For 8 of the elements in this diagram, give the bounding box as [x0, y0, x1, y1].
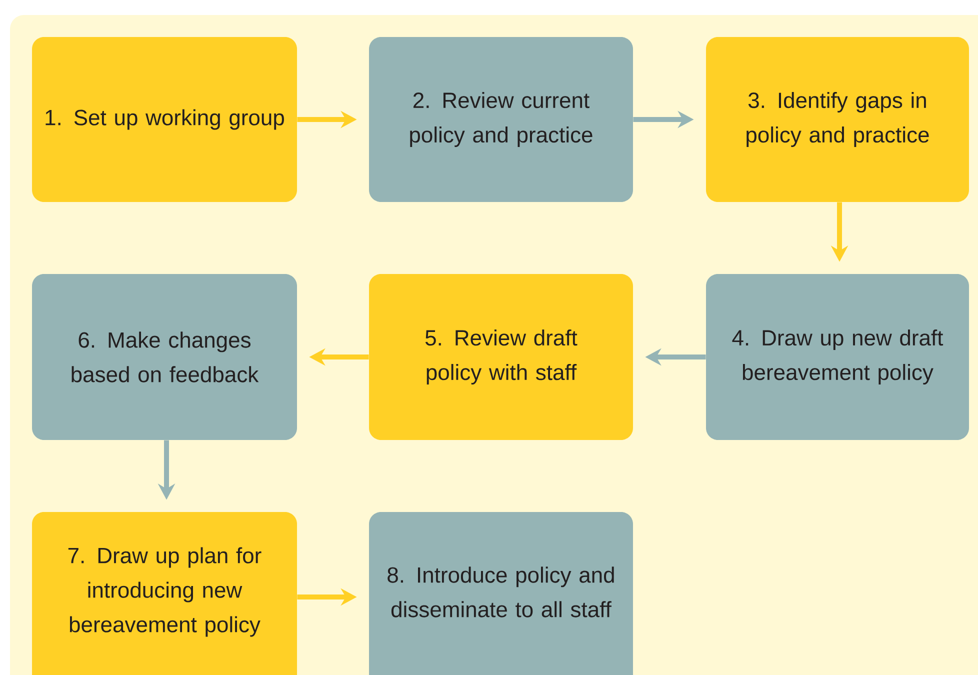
step-box: 1. Set up working group — [32, 37, 297, 202]
step-box: 3. Identify gaps in policy and practice — [706, 37, 969, 202]
step-box: 5. Review draft policy with staff — [369, 274, 633, 440]
step-box: 6. Make changes based on feedback — [32, 274, 297, 440]
step-box: 7. Draw up plan for introducing new bereavement policy — [32, 512, 297, 675]
step-box: 2. Review current policy and practice — [369, 37, 633, 202]
step-box: 4. Draw up new draft bereavement policy — [706, 274, 969, 440]
step-box: 8. Introduce policy and disseminate to all staff — [369, 512, 633, 675]
